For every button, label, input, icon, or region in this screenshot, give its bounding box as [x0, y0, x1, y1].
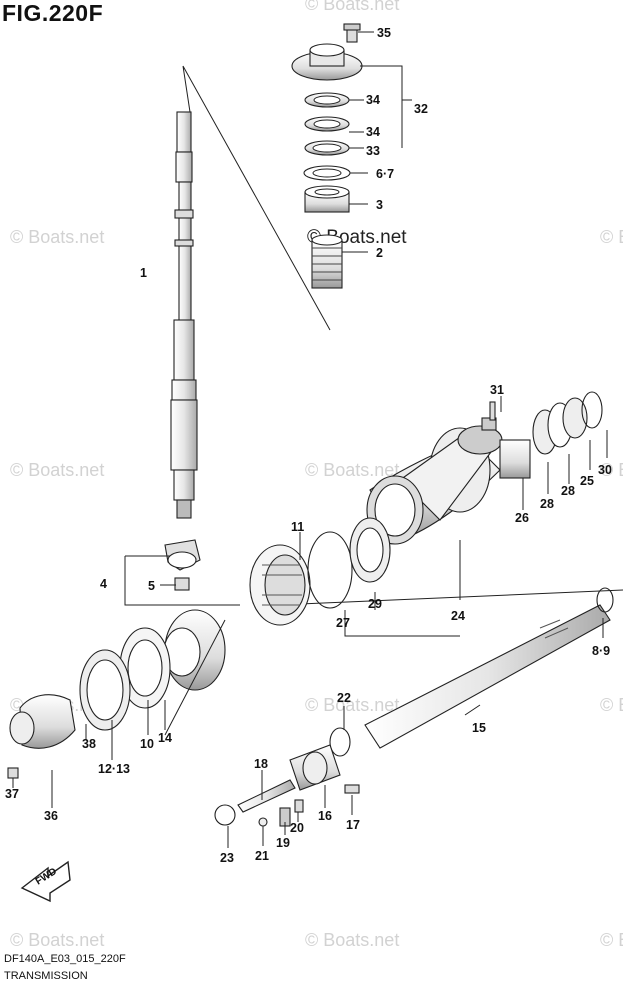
callout-33: 33 — [366, 144, 380, 158]
callout-30: 30 — [598, 463, 612, 477]
reverse-gear-assembly — [7, 609, 226, 779]
watermark-text: © Boats.net — [600, 930, 623, 950]
callout-6-7: 6·7 — [376, 167, 394, 181]
callout-18: 18 — [254, 757, 268, 771]
callout-28b: 28 — [561, 484, 575, 498]
callout-11: 11 — [291, 520, 304, 534]
callout-21: 21 — [255, 849, 269, 863]
callout-12-13: 12·13 — [98, 762, 130, 776]
watermark-text: © Boats.net — [600, 695, 623, 715]
callout-24: 24 — [451, 609, 465, 623]
callout-17: 17 — [346, 818, 360, 832]
watermark-text: © Boats.net — [305, 0, 399, 14]
callout-36: 36 — [44, 809, 58, 823]
watermark-text: © Boats.net — [305, 930, 399, 950]
callout-34b: 34 — [366, 125, 380, 139]
watermark-text: © Boats.net — [10, 460, 104, 480]
bearing-stack-leaders — [342, 31, 412, 253]
callout-16: 16 — [318, 809, 332, 823]
callout-15: 15 — [472, 721, 486, 735]
callout-22: 22 — [337, 691, 351, 705]
callout-19: 19 — [276, 836, 290, 850]
watermark-text: © Boats.net — [10, 227, 104, 247]
bearing-stack — [291, 23, 363, 289]
callout-26: 26 — [515, 511, 529, 525]
callout-29: 29 — [368, 597, 382, 611]
callout-2: 2 — [376, 246, 383, 260]
model-code: DF140A_E03_015_220F — [4, 953, 126, 965]
propeller-shaft — [214, 587, 614, 827]
callout-32: 32 — [414, 102, 428, 116]
callout-37: 37 — [5, 787, 19, 801]
forward-gear — [249, 517, 391, 626]
watermark-text: © Boats.net — [305, 695, 399, 715]
watermark-text: © Boats.net — [600, 460, 623, 480]
callout-31: 31 — [490, 383, 504, 397]
callout-25: 25 — [580, 474, 594, 488]
callout-10: 10 — [140, 737, 154, 751]
section-name: TRANSMISSION — [4, 970, 88, 982]
gear-housing — [366, 391, 603, 545]
callout-20: 20 — [290, 821, 304, 835]
watermark-text: © Boats.net — [600, 227, 623, 247]
callout-38: 38 — [82, 737, 96, 751]
drive-shaft — [170, 111, 198, 519]
watermark-text: © Boats.net — [10, 930, 104, 950]
callout-labels: 1 2 3 4 5 6·7 8·9 10 11 12·13 14 15 16 1… — [5, 26, 612, 865]
callout-4: 4 — [100, 577, 107, 591]
callout-5: 5 — [148, 579, 155, 593]
callout-1: 1 — [140, 266, 147, 280]
callout-3: 3 — [376, 198, 383, 212]
fwd-arrow: FWD — [20, 860, 71, 903]
callout-28a: 28 — [540, 497, 554, 511]
figure-title: FIG.220F — [2, 0, 104, 26]
callout-27: 27 — [336, 616, 350, 630]
callout-34a: 34 — [366, 93, 380, 107]
callout-14: 14 — [158, 731, 172, 745]
callout-23: 23 — [220, 851, 234, 865]
pinion-gear — [164, 539, 201, 591]
watermark-text: © Boats.net — [305, 460, 399, 480]
callout-8-9: 8·9 — [592, 644, 610, 658]
callout-35: 35 — [377, 26, 391, 40]
